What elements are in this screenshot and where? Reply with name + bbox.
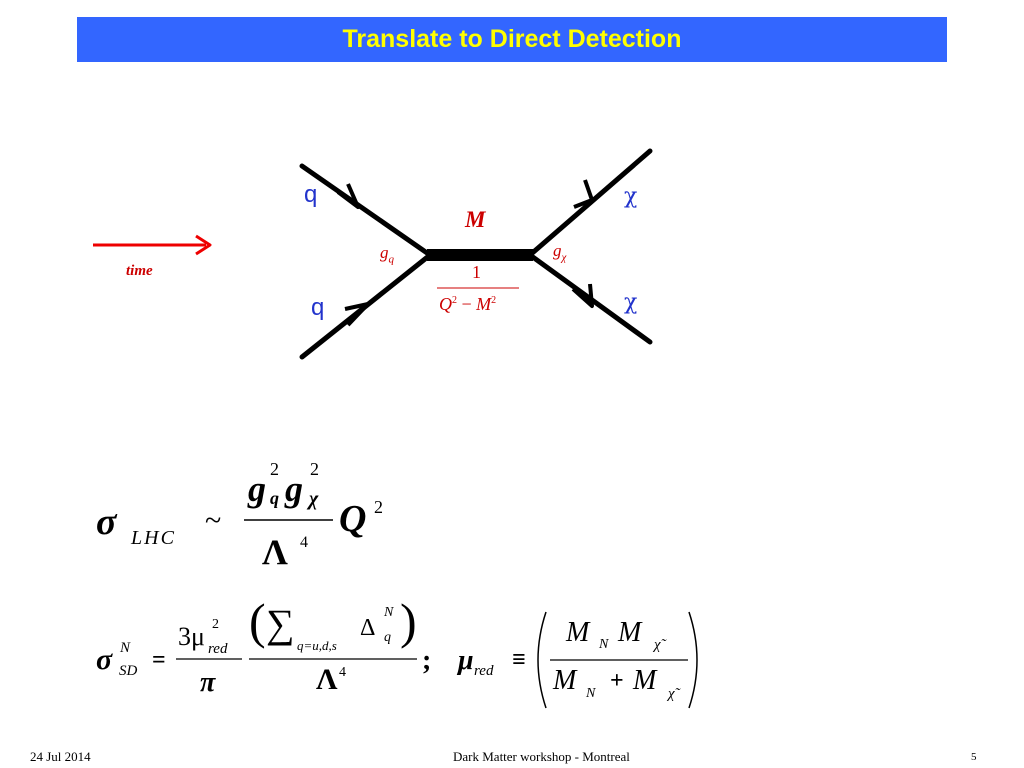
sd-mu-sup: 2: [212, 617, 219, 632]
sd-mu-sub: red: [208, 641, 228, 657]
title-bar: Translate to Direct Detection: [77, 17, 947, 62]
mu-den-n: N: [586, 686, 596, 701]
sd-sum: ∑: [266, 601, 295, 646]
arrow-head-bottom-left: [344, 302, 370, 327]
arrow-head-top-right: [573, 179, 594, 209]
sd-sub: SD: [119, 663, 138, 679]
sd-numerator: 3μ: [178, 622, 205, 651]
sd-equals: =: [152, 647, 166, 673]
lhc-gq-sub: q: [270, 488, 279, 508]
quark-label-bottom: q: [311, 294, 325, 321]
time-arrow-head: [195, 234, 212, 256]
mu-num-n: N: [599, 637, 609, 652]
sd-delta-sub: q: [384, 630, 391, 645]
arrow-head-top-left: [336, 183, 360, 209]
sd-delta: Δ: [360, 615, 376, 641]
lhc-lambda-exp: 4: [300, 534, 308, 551]
mu-den-m2: M: [633, 665, 657, 696]
sd-paren-open: (: [249, 593, 266, 649]
sd-sigma: σ: [96, 643, 113, 676]
propagator-denominator: Q2 − M2: [439, 294, 497, 314]
chi-label-top: χ: [624, 184, 638, 209]
lhc-lambda: Λ: [262, 532, 288, 572]
sd-pi: π: [200, 667, 216, 698]
lhc-gq: g: [248, 469, 266, 509]
mu-sub: red: [474, 663, 494, 679]
sd-lambda: Λ: [316, 663, 338, 696]
lhc-gchi-sup: 2: [310, 459, 319, 479]
slide-title: Translate to Direct Detection: [342, 25, 682, 53]
coupling-right: gχ: [553, 241, 567, 264]
footer-event: Dark Matter workshop - Montreal: [453, 749, 630, 764]
mu-equiv: ≡: [512, 647, 526, 673]
time-label: time: [126, 263, 153, 279]
mu-paren-left: [537, 611, 547, 709]
lhc-Q-exp: 2: [374, 497, 383, 517]
chi-label-bottom: χ: [624, 290, 638, 315]
lhc-tilde: ~: [205, 504, 222, 537]
footer-page-number: 5: [971, 751, 977, 763]
mu-num-m1: M: [566, 617, 590, 648]
sd-semicolon: ;: [422, 645, 432, 676]
mu-den-plus: +: [610, 668, 624, 694]
arrow-head-bottom-right: [571, 283, 594, 308]
lhc-gq-sup: 2: [270, 459, 279, 479]
sd-sum-sub: q=u,d,s: [297, 638, 337, 653]
lhc-sigma: σ: [96, 501, 117, 543]
mediator-label: M: [465, 207, 486, 232]
lhc-gchi-sub: χ: [309, 488, 319, 510]
mu-num-m2: M: [618, 617, 642, 648]
quark-label-top: q: [304, 181, 318, 208]
quark-line-top: [299, 163, 433, 258]
lhc-subscript: LHC: [131, 527, 176, 549]
mu-symbol: μ: [458, 645, 474, 676]
mu-paren-right: [688, 611, 698, 709]
mu-den-m1: M: [553, 665, 577, 696]
propagator-numerator: 1: [472, 262, 481, 282]
sd-lambda-exp: 4: [339, 665, 346, 680]
sd-sup: N: [120, 640, 131, 656]
lhc-gchi: g: [285, 469, 303, 509]
coupling-left: gq: [380, 243, 394, 266]
lhc-Q: Q: [339, 498, 367, 540]
footer-date: 24 Jul 2014: [30, 749, 91, 764]
mu-den-chi: χ̃: [668, 686, 675, 702]
sd-paren-close: ): [400, 593, 417, 649]
mu-num-chi: χ̃: [654, 637, 661, 653]
chi-line-top: [527, 148, 653, 258]
sd-delta-sup: N: [384, 605, 394, 620]
